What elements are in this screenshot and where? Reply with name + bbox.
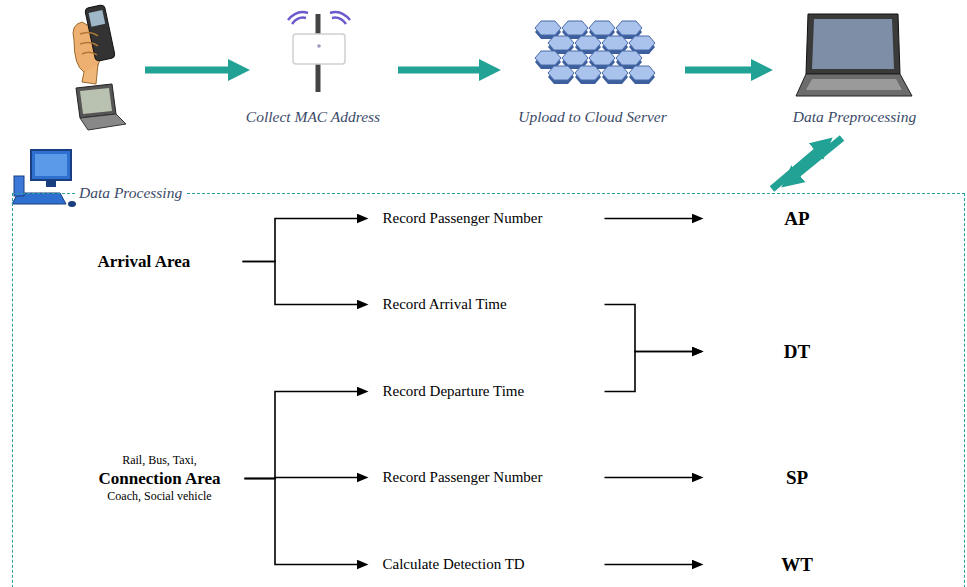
hex-cell <box>616 21 642 35</box>
hex-cell <box>589 51 615 65</box>
hex-cell <box>575 66 601 80</box>
computer-icon <box>12 150 76 207</box>
hex-cell <box>562 21 588 35</box>
connector-arrow <box>245 479 358 565</box>
laptop-icon <box>796 14 912 96</box>
flow-arrow <box>772 151 817 189</box>
node-text: Record Passenger Number <box>383 468 543 487</box>
node-text: Rail, Bus, Taxi, <box>122 453 197 468</box>
cloud-server-icon <box>535 21 655 84</box>
hex-cell <box>629 36 655 50</box>
wrist-shape <box>82 64 98 84</box>
node-text: Connection Area <box>99 468 221 489</box>
hex-cell <box>602 66 628 80</box>
phone-screen <box>89 10 106 27</box>
hex-cell <box>575 36 601 50</box>
hex-cell <box>602 36 628 50</box>
step-text: Record Passenger Number <box>370 466 605 490</box>
connector-arrow <box>605 564 693 566</box>
laptop-display <box>80 88 112 114</box>
step-text: Record Passenger Number <box>370 207 605 231</box>
result-label: DT <box>705 338 890 366</box>
node-text: Data Preprocessing <box>793 107 916 126</box>
node-text: Coach, Social vehicle <box>107 489 211 504</box>
node-text: Collect MAC Address <box>246 107 380 126</box>
node-text: DT <box>784 340 810 364</box>
connector-arrow <box>605 352 693 392</box>
node-text: Record Arrival Time <box>383 295 507 314</box>
hex-cell <box>535 51 561 65</box>
processing-region: Data ProcessingArrival AreaRecord Passen… <box>12 193 965 587</box>
node-text: Upload to Cloud Server <box>518 107 667 126</box>
step-text: Record Departure Time <box>370 380 605 404</box>
result-label: AP <box>705 205 890 233</box>
hex-cell <box>589 21 615 35</box>
node-text: Record Passenger Number <box>383 209 543 228</box>
area-label: Arrival Area <box>98 248 243 276</box>
phone-icon <box>73 5 115 84</box>
step-text: Record Arrival Time <box>370 293 605 317</box>
node-text: AP <box>784 207 809 231</box>
connector-arrow <box>243 219 358 262</box>
node-text: SP <box>786 466 808 490</box>
laptop-icon <box>76 84 126 130</box>
laptop-base <box>80 114 126 130</box>
connector-arrow <box>605 218 693 220</box>
stage-label: Collect MAC Address <box>228 10 398 126</box>
hex-cell <box>562 51 588 65</box>
result-label: SP <box>705 464 890 492</box>
hex-cell <box>548 36 574 50</box>
connector-arrow <box>245 392 358 479</box>
stage-label: Upload to Cloud Server <box>500 10 685 126</box>
access-point-icon <box>288 12 350 92</box>
connector-arrow <box>605 305 693 352</box>
flow-arrow <box>797 138 842 174</box>
hex-cell <box>548 66 574 80</box>
hex-cell <box>629 66 655 80</box>
result-label: WT <box>705 551 890 579</box>
node-text: Arrival Area <box>98 251 191 272</box>
node-text: Record Departure Time <box>383 382 525 401</box>
node-text: WT <box>781 553 813 577</box>
laptop-screen <box>76 84 116 118</box>
hex-cell <box>616 51 642 65</box>
stage-label: Data Preprocessing <box>772 10 937 126</box>
area-label: Rail, Bus, Taxi,Connection AreaCoach, So… <box>75 444 245 514</box>
flow-arrow <box>398 67 480 74</box>
step-text: Calculate Detection TD <box>370 553 605 577</box>
connector-arrow <box>605 477 693 479</box>
hex-cell <box>535 21 561 35</box>
region-heading: Data Processing <box>75 183 186 202</box>
flow-arrow <box>145 59 250 81</box>
node-text: Calculate Detection TD <box>383 555 525 574</box>
finger-lines <box>80 32 98 55</box>
flow-arrow <box>685 67 752 74</box>
connector-arrow <box>243 262 358 305</box>
